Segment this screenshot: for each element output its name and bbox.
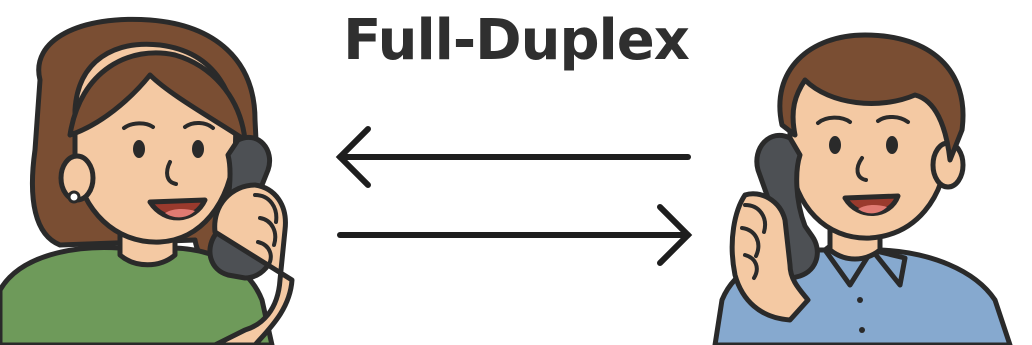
woman-hair-fringe [67, 50, 248, 143]
man-hand [729, 191, 811, 323]
man-brow-right [876, 115, 910, 124]
woman-tongue [165, 208, 195, 218]
woman-nose [165, 160, 178, 186]
man-button-2 [859, 327, 865, 333]
woman-brow-right [183, 121, 215, 130]
diagram-title: Full-Duplex [343, 8, 690, 73]
man-hair [777, 32, 966, 163]
man-button-1 [857, 297, 863, 303]
woman-eye-left [133, 140, 145, 158]
arrow-left-to-right [337, 204, 693, 266]
woman-eye-right [192, 140, 204, 158]
man-eye-left [829, 136, 841, 154]
man-fingers [740, 203, 767, 280]
man-collar-right [869, 247, 908, 288]
woman-on-phone-icon [0, 16, 295, 345]
man-nose [855, 156, 868, 182]
woman-fingers [253, 193, 279, 268]
woman-earring [67, 190, 81, 204]
man-on-phone-icon [712, 32, 1013, 345]
man-eye-right [886, 136, 898, 154]
man-tongue [858, 204, 887, 214]
man-brow-left [816, 115, 852, 125]
arrow-right-to-left [335, 126, 691, 188]
woman-brow-left [122, 121, 155, 130]
